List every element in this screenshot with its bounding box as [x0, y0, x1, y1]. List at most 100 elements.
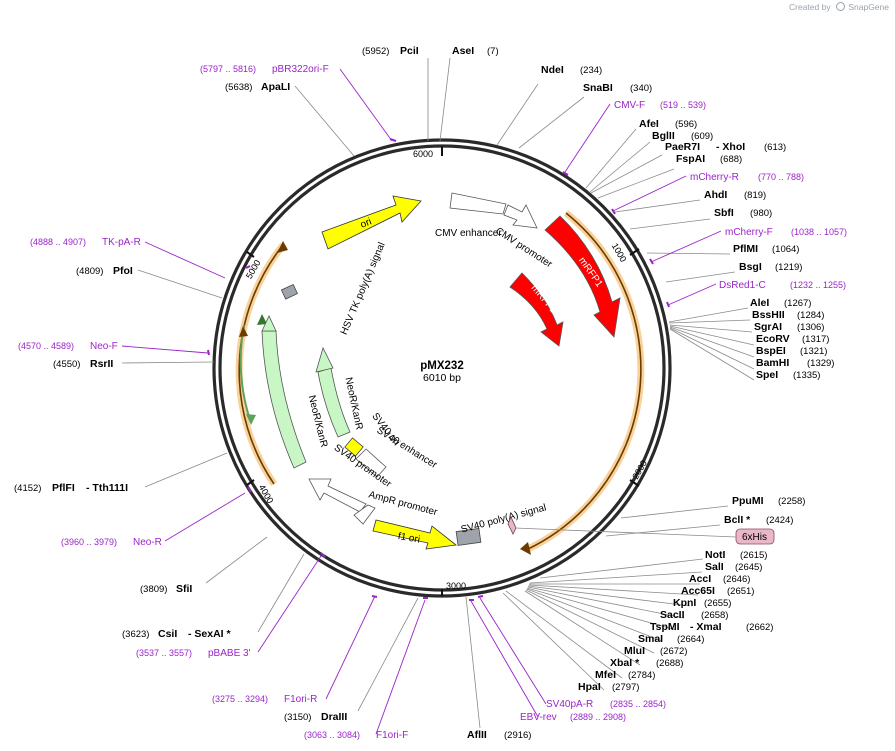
site-ecorv-name: EcoRV: [756, 333, 790, 345]
feature-f1-ori: f1 ori: [372, 519, 457, 550]
site-pflmi-name: PflMI: [733, 243, 758, 255]
site-bspei-pos: (1321): [800, 346, 827, 357]
feature-cmv-promoter-label: CMV promoter: [493, 226, 554, 271]
site-bsgi-name: BsgI: [739, 261, 762, 273]
site-paer7i-name: PaeR7I: [665, 141, 700, 153]
primer-labels: (5797 .. 5816) pBR322ori-F CMV-F (519 ..…: [18, 64, 847, 741]
site-rsrii-name: RsrII: [90, 358, 113, 370]
primer-markers: [207, 138, 670, 601]
site-sexai-name: - SexAI *: [188, 628, 232, 640]
site-pcii-pos: (5952): [362, 46, 389, 57]
site-tth111i-name: - Tth111I: [86, 482, 128, 494]
feature-neor-kanr-outer: NeoR/KanR: [261, 315, 329, 469]
site-spei-pos: (1335): [793, 370, 820, 381]
primer-pbabe3-name: pBABE 3': [208, 648, 251, 659]
site-sali-pos: (2645): [735, 562, 762, 573]
site-sfii-pos: (3809): [140, 584, 167, 595]
primer-mcherry-f-range: (1038 .. 1057): [791, 227, 847, 237]
site-ndei-name: NdeI: [541, 64, 564, 76]
site-ppumi-name: PpuMI: [732, 495, 764, 507]
site-mlui-name: MluI: [624, 645, 645, 657]
feature-ampr-promoter-label: AmpR promoter: [367, 489, 439, 518]
site-snabi-pos: (340): [630, 83, 652, 94]
site-csii-name: CsiI: [158, 628, 177, 640]
site-spei-name: SpeI: [756, 369, 778, 381]
site-bcli-name: BclI *: [724, 514, 751, 526]
site-noti-name: NotI: [705, 549, 725, 561]
primer-sv40pa-r-name: SV40pA-R: [546, 699, 593, 710]
primer-pbr322ori-f-range: (5797 .. 5816): [200, 64, 256, 74]
site-sfii-name: SfiI: [176, 583, 192, 595]
site-pcii-name: PciI: [400, 45, 419, 57]
site-aflii-pos: (2916): [504, 730, 531, 741]
feature-mrfp1-inner: mRFP1: [509, 272, 564, 347]
primer-neo-f-name: Neo-F: [90, 341, 118, 352]
brand-label: SnapGene: [848, 2, 889, 12]
neor-outer-arrow-head: [257, 314, 267, 325]
site-apali-name: ApaLI: [261, 81, 290, 93]
site-smai-pos: (2664): [677, 634, 704, 645]
site-alei-pos: (1267): [784, 298, 811, 309]
green-arrow-head: [246, 414, 256, 425]
site-kpni-pos: (2655): [704, 598, 731, 609]
site-csii-pos: (3623): [122, 629, 149, 640]
primer-neo-r-name: Neo-R: [133, 537, 162, 548]
primer-mcherry-r-range: (770 .. 788): [758, 172, 804, 182]
snapgene-logo-icon: [835, 2, 845, 11]
site-sbfi-pos: (980): [750, 208, 772, 219]
site-bamhi-pos: (1329): [807, 358, 834, 369]
primer-f1ori-r-range: (3275 .. 3294): [212, 694, 268, 704]
site-bsshii-pos: (1284): [797, 310, 824, 321]
his6-tag: 6xHis: [514, 527, 775, 545]
site-kpni-name: KpnI: [673, 597, 696, 609]
site-bcli-pos: (2424): [766, 515, 793, 526]
plasmid-size: 6010 bp: [423, 372, 461, 384]
primer-ebv-rev-name: EBV-rev: [520, 712, 557, 723]
site-afei-name: AfeI: [639, 118, 659, 130]
site-asei-name: AseI: [452, 45, 474, 57]
primer-ebv-rev-range: (2889 .. 2908): [570, 712, 626, 722]
feature-sv40-polya-label: SV40 poly(A) signal: [460, 502, 548, 535]
site-asei-pos: (7): [487, 46, 499, 57]
his6-label: 6xHis: [742, 532, 767, 543]
site-pflfi-name: PflFI: [52, 482, 75, 494]
primer-dsred1-c-range: (1232 .. 1255): [790, 280, 846, 290]
site-bamhi-name: BamHI: [756, 357, 789, 369]
site-sacii-name: SacII: [660, 609, 685, 621]
site-pfoi-pos: (4809): [76, 266, 103, 277]
tick-6000: 6000: [413, 149, 433, 159]
site-bsshii-name: BssHII: [752, 309, 785, 321]
feature-ori: ori: [321, 195, 422, 250]
feature-hsv-tk-polya: HSV TK poly(A) signal: [280, 241, 388, 337]
primer-neo-f-range: (4570 .. 4589): [18, 341, 74, 351]
site-rsrii-pos: (4550): [53, 359, 80, 370]
site-bglii-name: BglII: [652, 130, 675, 142]
site-snabi-name: SnaBI: [583, 82, 613, 94]
site-acci-name: AccI: [689, 573, 711, 585]
site-ahdi-pos: (819): [744, 190, 766, 201]
orf-arrow-head-left-top: [277, 241, 288, 253]
site-pfoi-name: PfoI: [113, 265, 133, 277]
site-sgrai-pos: (1306): [797, 322, 824, 333]
feature-ampr-promoter: AmpR promoter: [353, 489, 439, 525]
feature-cmv-enhancer: CMV enhancer: [435, 192, 507, 239]
primer-dsred1-c-name: DsRed1-C: [719, 280, 766, 291]
snapgene-brand: Created by SnapGene: [789, 2, 889, 12]
site-ppumi-pos: (2258): [778, 496, 805, 507]
site-alei-name: AleI: [750, 297, 769, 309]
primer-f1ori-f-name: F1ori-F: [376, 730, 408, 741]
primer-cmv-f-name: CMV-F: [614, 100, 645, 111]
site-draiii-name: DraIII: [321, 711, 347, 723]
site-sacii-pos: (2658): [701, 610, 728, 621]
his6-marker: [507, 516, 517, 535]
feature-cmv-promoter: CMV promoter: [493, 204, 554, 271]
site-bglii-pos: (609): [691, 131, 713, 142]
site-acc65i-name: Acc65I: [681, 585, 715, 597]
tick-3000: 3000: [446, 581, 466, 591]
primer-cmv-f-range: (519 .. 539): [660, 100, 706, 110]
site-xmai-pos: (2662): [746, 622, 773, 633]
site-ahdi-name: AhdI: [704, 189, 727, 201]
feature-hsv-tk-polya-label: HSV TK poly(A) signal: [339, 241, 388, 337]
feature-sv40-polya: SV40 poly(A) signal: [455, 502, 548, 546]
